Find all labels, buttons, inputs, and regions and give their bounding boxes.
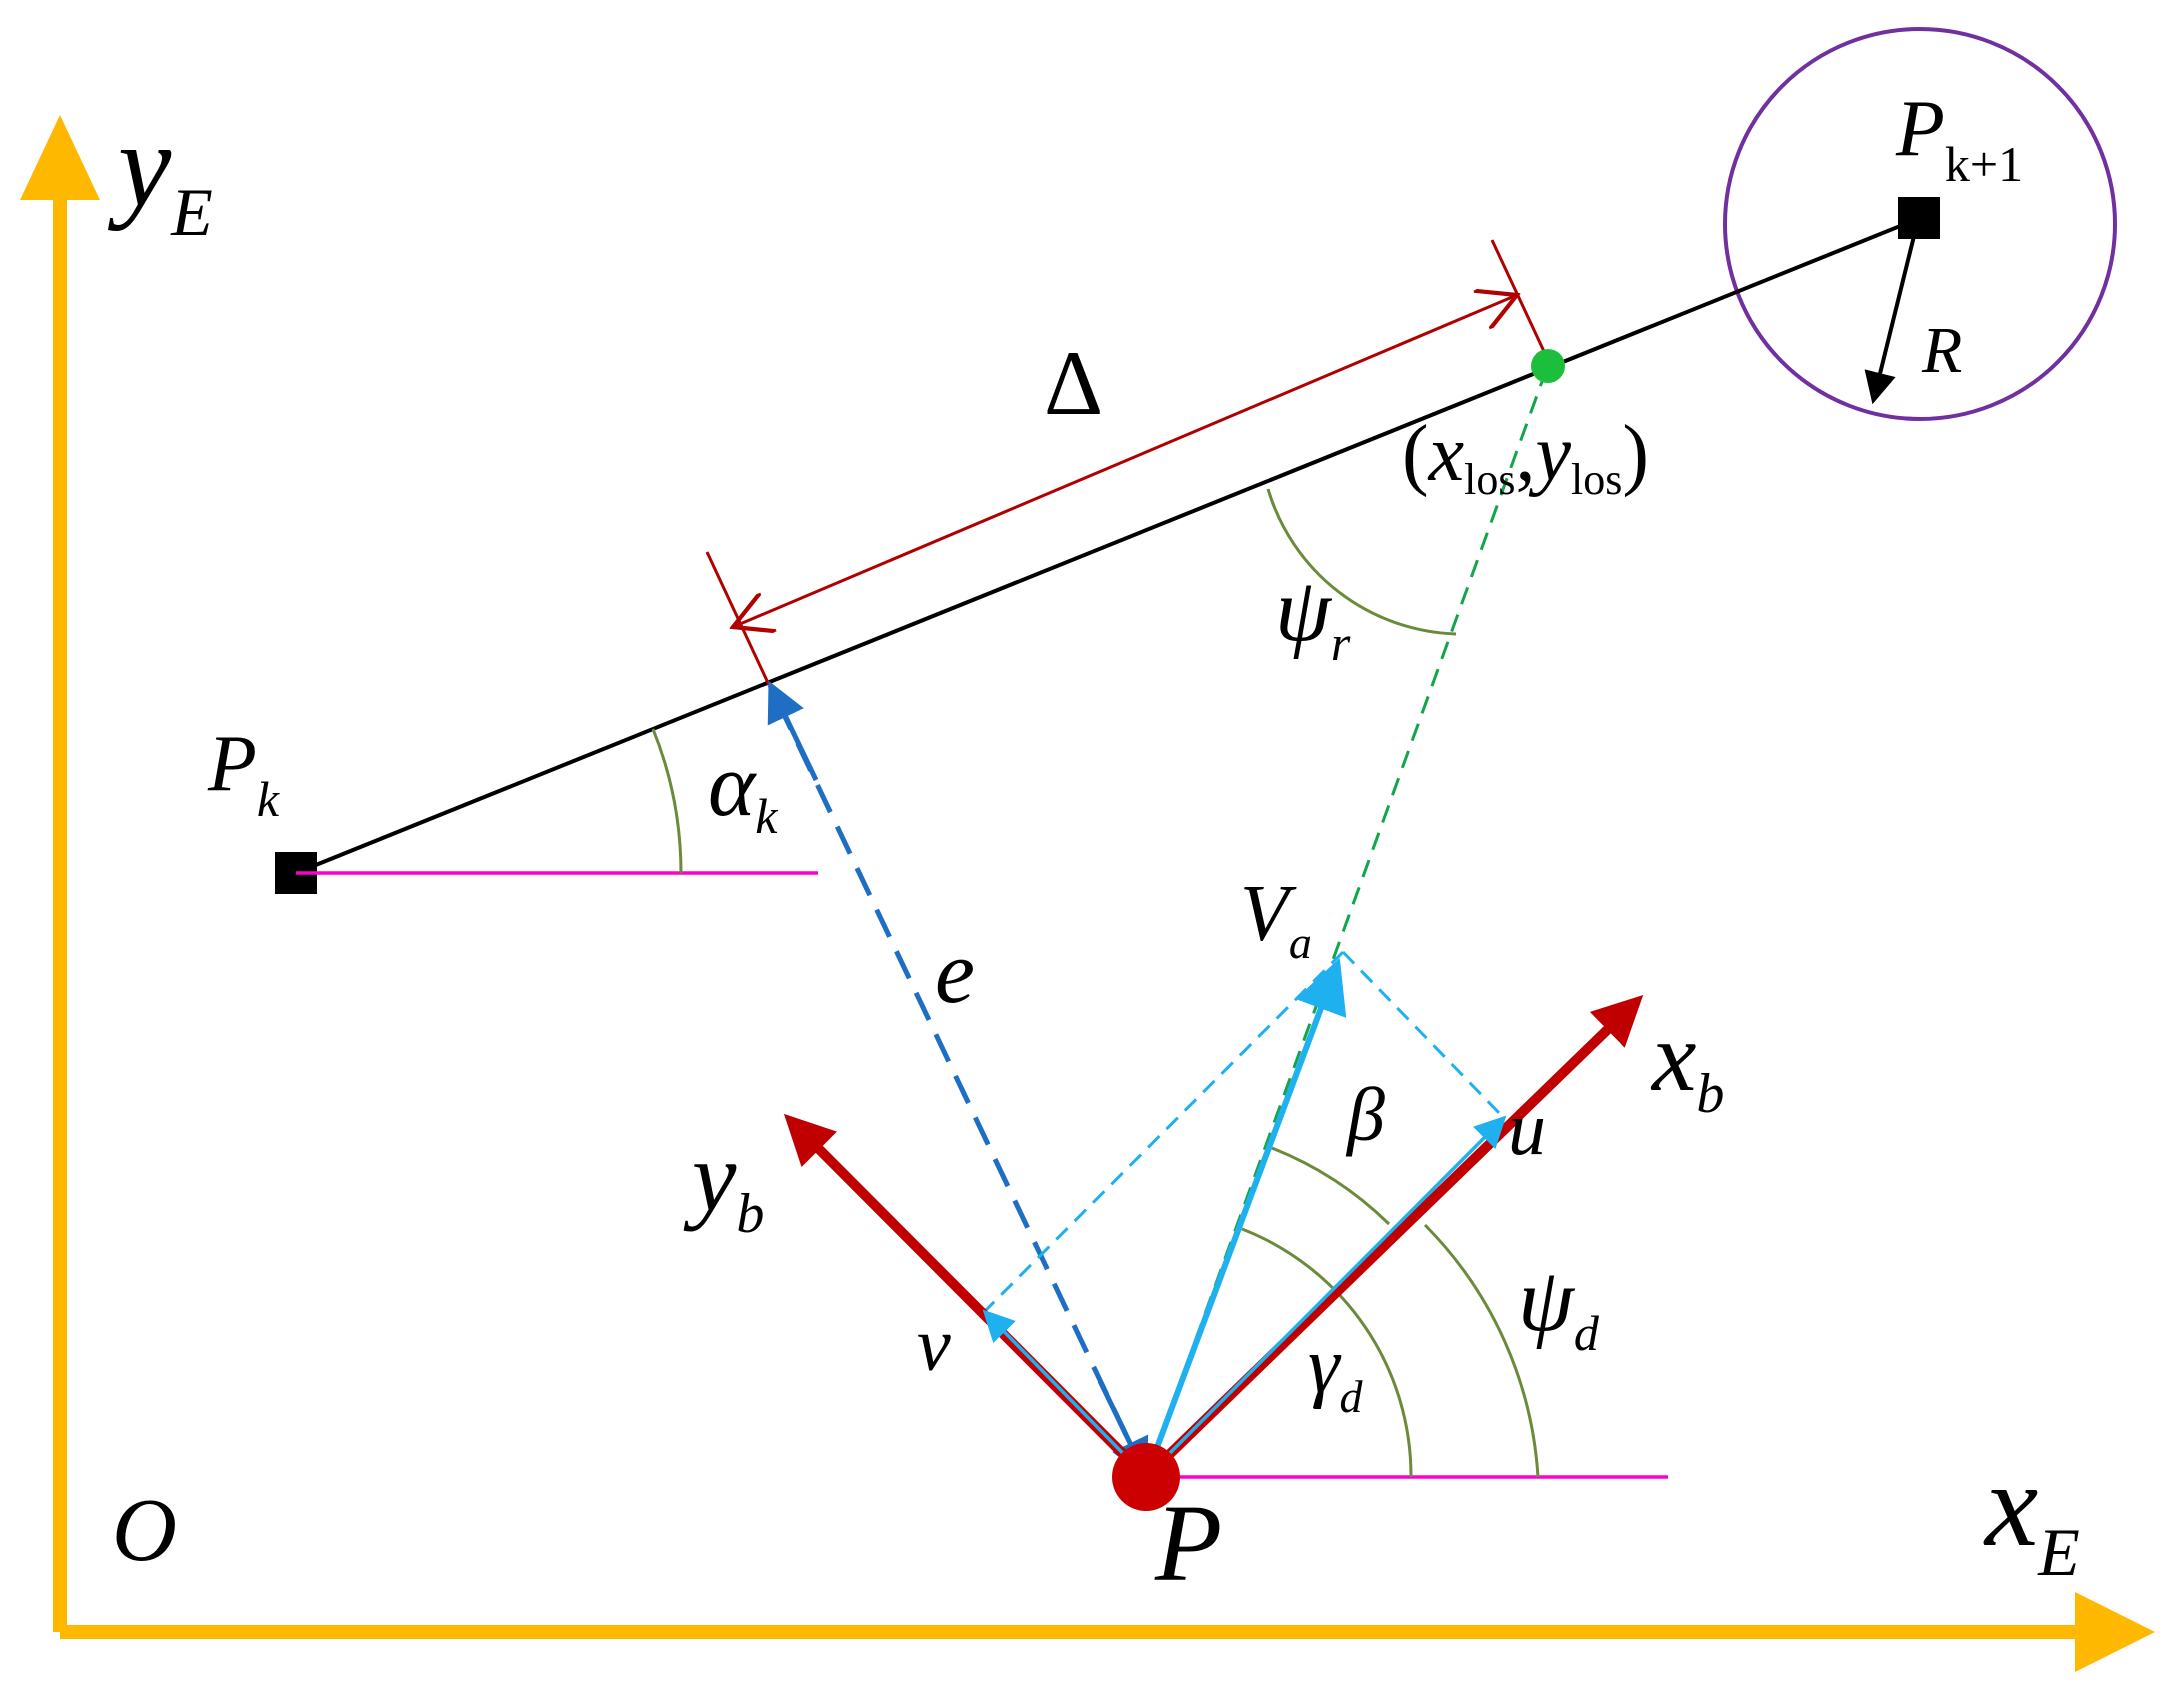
velocity-vector (1143, 957, 1347, 1479)
gamma-d-arc (1241, 1227, 1413, 1478)
waypoint-pk1 (1898, 197, 1940, 239)
label-delta: Δ (1044, 332, 1103, 434)
label-e: e (935, 923, 975, 1022)
lookahead-dimension (705, 239, 1550, 686)
label-x-e: xE (1983, 1438, 2080, 1590)
label-psi-d: ψd (1518, 1251, 1600, 1361)
y-axis-arrowhead (20, 115, 100, 200)
label-pk: Pk (207, 720, 280, 827)
label-v: v (917, 1303, 951, 1387)
acceptance-circle (1723, 27, 2117, 421)
label-xb: xb (1650, 1001, 1724, 1125)
label-u: u (1508, 1087, 1546, 1171)
v-component (982, 1309, 1148, 1479)
label-los-point: (xlos,ylos) (1402, 410, 1649, 504)
los-line (1144, 364, 1550, 1478)
path-segment (295, 216, 1921, 875)
vehicle-point (1112, 1443, 1180, 1511)
x-axis-arrowhead (2075, 1592, 2155, 1672)
radius-arrow (1864, 235, 1916, 405)
label-origin: O (112, 1481, 177, 1580)
psi-d-arc (1423, 1223, 1540, 1478)
label-va: Va (1240, 870, 1312, 968)
velocity-projection-v (983, 950, 1345, 1313)
earth-axes (20, 115, 2155, 1672)
cross-track-arrow-up (767, 680, 819, 782)
delta-arrow (733, 295, 1517, 627)
alpha-k-arc (651, 728, 683, 874)
psi-r-arc (1266, 488, 1457, 636)
label-pk1: Pk+1 (1895, 85, 2023, 192)
label-psi-r: ψr (1275, 561, 1351, 671)
los-point (1531, 349, 1565, 383)
label-vehicle: P (1154, 1482, 1222, 1604)
label-y-e: yE (107, 98, 213, 250)
u-component (1144, 1115, 1507, 1479)
label-radius: R (1921, 314, 1962, 387)
label-yb: yb (683, 1121, 764, 1245)
label-alpha-k: αk (708, 736, 778, 844)
label-gamma-d: γd (1308, 1322, 1364, 1422)
delta-tick-start (705, 551, 771, 686)
velocity-projection-u (1341, 950, 1506, 1120)
delta-tick-end (1490, 239, 1550, 361)
cross-track-error (767, 683, 1149, 1479)
beta-arc (1271, 1146, 1391, 1226)
xb-axis (1142, 995, 1644, 1481)
label-beta: β (1345, 1073, 1385, 1157)
